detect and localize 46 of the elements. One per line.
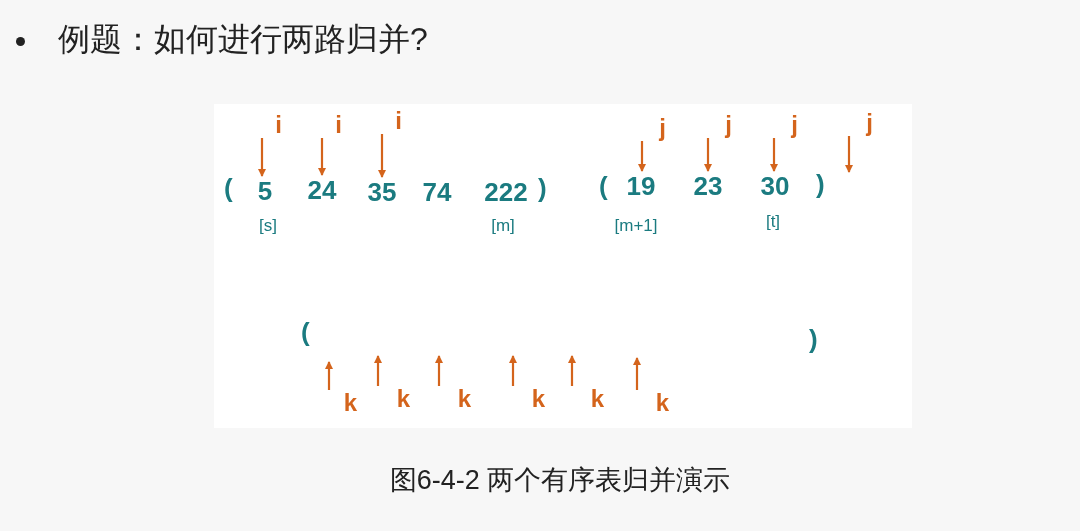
pointer-label: j xyxy=(847,110,873,136)
pointer-arrow xyxy=(318,138,326,176)
pointer-arrow xyxy=(435,355,443,386)
pointer-arrow xyxy=(378,134,386,178)
pointer-arrow xyxy=(374,355,382,386)
pointer-label: k xyxy=(570,386,604,412)
parenthesis: ( xyxy=(599,172,609,200)
pointer-label: k xyxy=(635,390,669,416)
pointer-label: k xyxy=(511,386,545,412)
pointer-label: i xyxy=(256,112,282,138)
list-value: 222 xyxy=(478,178,534,206)
pointer-label: i xyxy=(376,108,402,134)
index-label: [t] xyxy=(764,212,782,232)
pointer-label: k xyxy=(437,386,471,412)
list-value: 24 xyxy=(302,176,342,204)
slide-title: 例题：如何进行两路归并? xyxy=(58,20,429,59)
pointer-arrow xyxy=(633,357,641,390)
list-value: 35 xyxy=(362,178,402,206)
pointer-label: i xyxy=(316,112,342,138)
pointer-arrow xyxy=(704,138,712,172)
pointer-label: j xyxy=(702,112,732,138)
list-value: 23 xyxy=(688,172,728,200)
parenthesis: ( xyxy=(224,174,234,202)
index-label: [m+1] xyxy=(613,216,659,236)
parenthesis: ) xyxy=(809,325,819,353)
index-label: [m] xyxy=(490,216,516,236)
parenthesis: ( xyxy=(301,318,311,346)
pointer-arrow xyxy=(568,355,576,386)
list-value: 74 xyxy=(417,178,457,206)
parenthesis: ) xyxy=(816,170,826,198)
pointer-label: j xyxy=(768,112,798,138)
pointer-label: k xyxy=(376,386,410,412)
pointer-arrow xyxy=(509,355,517,386)
pointer-label: k xyxy=(327,390,357,416)
list-value: 19 xyxy=(621,172,661,200)
list-value: 30 xyxy=(755,172,795,200)
index-label: [s] xyxy=(258,216,278,236)
pointer-arrow xyxy=(845,136,853,173)
pointer-label: j xyxy=(636,115,666,141)
pointer-arrow xyxy=(638,141,646,172)
pointer-arrow xyxy=(770,138,778,172)
list-value: 5 xyxy=(248,177,282,205)
figure-caption: 图6-4-2 两个有序表归并演示 xyxy=(388,464,732,497)
pointer-arrow xyxy=(258,138,266,177)
parenthesis: ) xyxy=(538,174,548,202)
pointer-arrow xyxy=(325,361,333,390)
